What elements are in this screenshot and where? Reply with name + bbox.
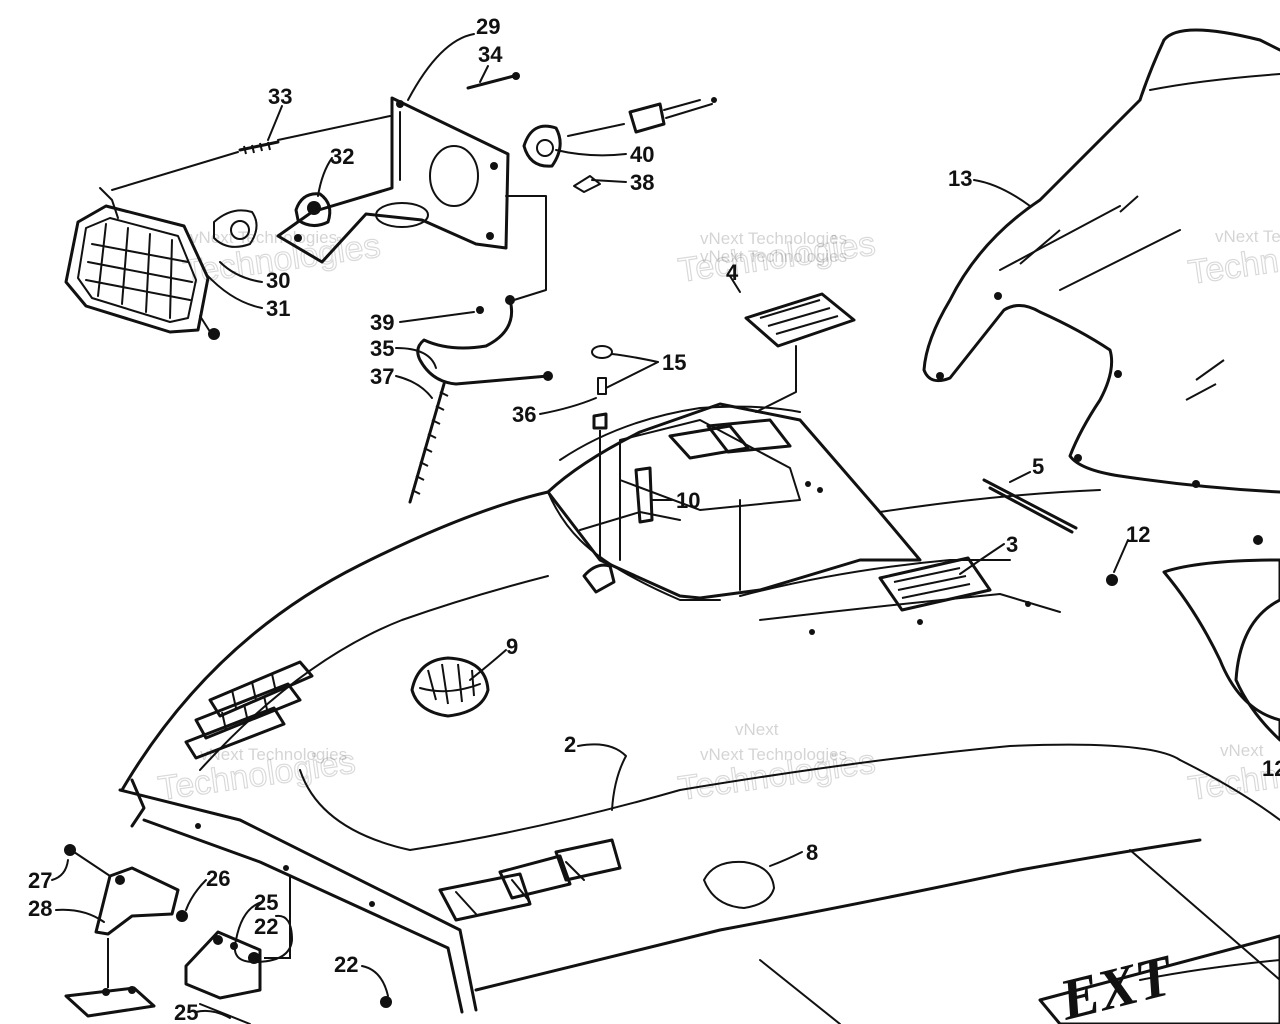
bolt-34 <box>466 72 520 90</box>
hood-vents-front <box>438 838 622 922</box>
watermark-text: vNext Technologies <box>700 229 847 248</box>
hood-pin-assembly <box>582 345 616 594</box>
callout-22: 22 <box>254 914 278 939</box>
headlight-lens <box>64 187 220 340</box>
dashboard-console <box>546 402 1011 600</box>
watermark-large: Techn <box>1186 242 1280 292</box>
callout-39: 39 <box>370 310 394 335</box>
callout-36: 36 <box>512 402 536 427</box>
callout-9: 9 <box>506 634 518 659</box>
callout-12: 12 <box>1126 522 1150 547</box>
callout-10: 10 <box>676 488 700 513</box>
callout-34: 34 <box>478 42 503 67</box>
callout-30: 30 <box>266 268 290 293</box>
hood-shell <box>118 405 1280 1024</box>
callout-28: 28 <box>28 896 52 921</box>
fuel-cap <box>410 656 490 718</box>
callout-33: 33 <box>268 84 292 109</box>
headlight-mounting-bracket <box>276 96 510 264</box>
callout-31: 31 <box>266 296 290 321</box>
callout-15: 15 <box>662 350 686 375</box>
callout-35: 35 <box>370 336 394 361</box>
callout-12: 12 <box>1262 756 1280 781</box>
headlight-bulb <box>213 209 258 248</box>
callout-38: 38 <box>630 170 654 195</box>
watermark-text: vNext Technologies <box>190 228 337 247</box>
watermark-text: vNext Technologies <box>200 745 347 764</box>
wire-harness <box>408 295 553 504</box>
callout-26: 26 <box>206 866 230 891</box>
callout-13: 13 <box>948 166 972 191</box>
decal-4 <box>744 292 856 413</box>
hood-decal-text: EXT <box>1052 942 1181 1024</box>
connector <box>628 97 717 134</box>
callout-leaders <box>51 33 1129 1019</box>
watermark-text: vNext Technologies <box>700 745 847 764</box>
decal-8 <box>703 860 775 909</box>
callout-2: 2 <box>564 732 576 757</box>
callout-22: 22 <box>334 952 358 977</box>
watermark-text: vNext Technologies <box>700 247 847 266</box>
decal-3 <box>878 556 992 612</box>
screw-33 <box>111 115 391 191</box>
callout-3: 3 <box>1006 532 1018 557</box>
watermark-text: vNext Te <box>1215 227 1280 246</box>
hood-vents-left <box>184 660 314 760</box>
clip-38 <box>505 175 601 301</box>
callout-40: 40 <box>630 142 654 167</box>
trim-strip <box>982 478 1280 742</box>
callout-5: 5 <box>1032 454 1044 479</box>
bumper-bracket <box>64 844 392 1024</box>
watermark-text: vNext <box>735 720 779 739</box>
callout-29: 29 <box>476 14 500 39</box>
watermark-group: vNext Technologies Technologies vNext Te… <box>155 224 1280 808</box>
callout-27: 27 <box>28 868 52 893</box>
callout-25: 25 <box>174 1000 198 1024</box>
hood-rim-rivets <box>195 481 1031 907</box>
callout-4: 4 <box>726 260 739 285</box>
callout-8: 8 <box>806 840 818 865</box>
callout-labels: 29 34 33 32 40 38 13 30 31 39 35 37 15 3… <box>28 14 1280 1024</box>
windshield <box>922 28 1280 494</box>
callout-37: 37 <box>370 364 394 389</box>
callout-32: 32 <box>330 144 354 169</box>
callout-25: 25 <box>254 890 278 915</box>
watermark-text: vNext <box>1220 741 1264 760</box>
grommet-40 <box>522 123 625 168</box>
